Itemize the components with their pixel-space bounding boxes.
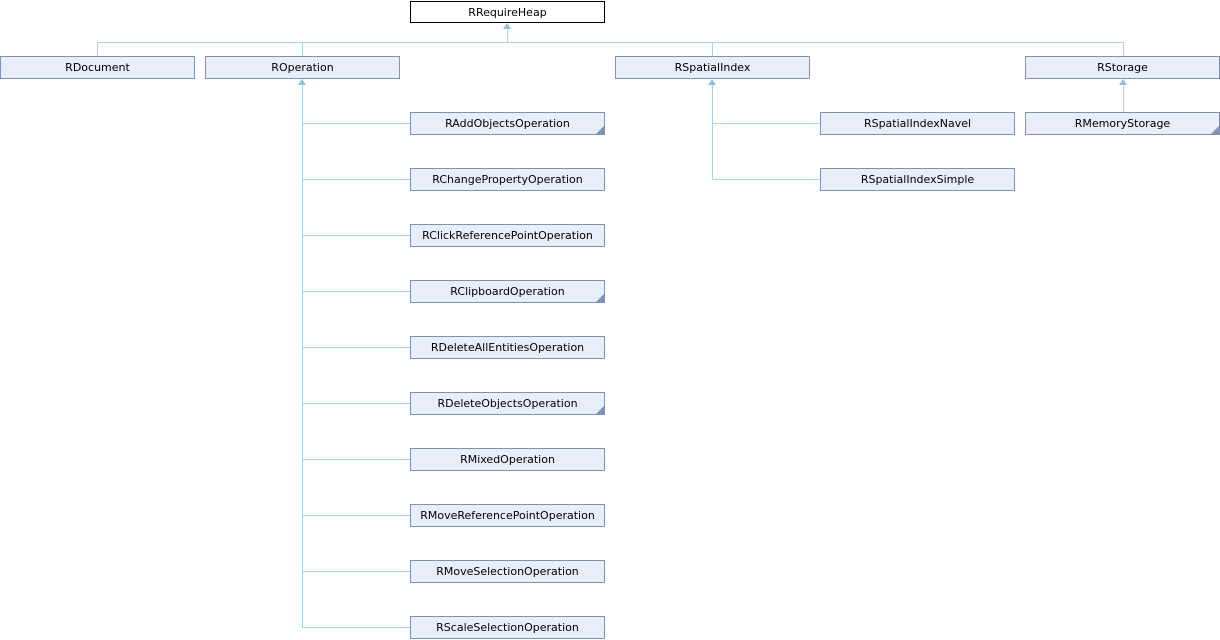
class-node-rdocument[interactable]: RDocument <box>0 56 195 79</box>
arrow-up-icon <box>708 79 716 85</box>
connector-line <box>302 403 410 404</box>
class-node-label: RDocument <box>65 61 130 74</box>
connector-line <box>97 42 98 56</box>
connector-line <box>302 459 410 460</box>
class-node-rmemorystorage[interactable]: RMemoryStorage <box>1025 112 1220 135</box>
class-node-label: RScaleSelectionOperation <box>436 621 579 634</box>
class-node-label: RSpatialIndex <box>674 61 751 74</box>
arrow-up-icon <box>1119 79 1127 85</box>
class-node-label: RDeleteAllEntitiesOperation <box>430 341 585 354</box>
class-node-label: RClipboardOperation <box>450 285 565 298</box>
truncated-corner-icon <box>596 294 604 302</box>
class-node-rdeleteobjectsoperation[interactable]: RDeleteObjectsOperation <box>410 392 605 415</box>
class-node-label: RMoveSelectionOperation <box>436 565 579 578</box>
connector-line <box>302 235 410 236</box>
class-node-label: RRequireHeap <box>468 5 547 19</box>
arrow-up-icon <box>298 79 306 85</box>
connector-line <box>302 179 410 180</box>
class-node-rchangepropertyoperation[interactable]: RChangePropertyOperation <box>410 168 605 191</box>
connector-line <box>302 123 410 124</box>
class-node-rdeleteallentitiesoperation[interactable]: RDeleteAllEntitiesOperation <box>410 336 605 359</box>
connector-line <box>302 291 410 292</box>
class-node-rspatialindex[interactable]: RSpatialIndex <box>615 56 810 79</box>
connector-line <box>712 84 713 180</box>
class-node-rscaleselectionoperation[interactable]: RScaleSelectionOperation <box>410 616 605 639</box>
connector-line <box>302 571 410 572</box>
class-node-rspatialindexsimple[interactable]: RSpatialIndexSimple <box>820 168 1015 191</box>
class-node-rrequireheap[interactable]: RRequireHeap <box>410 1 605 23</box>
class-node-label: RStorage <box>1097 61 1148 74</box>
class-node-rmixedoperation[interactable]: RMixedOperation <box>410 448 605 471</box>
class-node-rmoveselectionoperation[interactable]: RMoveSelectionOperation <box>410 560 605 583</box>
class-node-rmovereferencepointoperation[interactable]: RMoveReferencePointOperation <box>410 504 605 527</box>
class-node-rclickreferencepointoperation[interactable]: RClickReferencePointOperation <box>410 224 605 247</box>
class-node-label: RMoveReferencePointOperation <box>420 509 595 522</box>
truncated-corner-icon <box>1211 126 1219 134</box>
class-node-label: RSpatialIndexNavel <box>863 117 972 130</box>
connector-line <box>712 179 820 180</box>
connector-line <box>712 123 820 124</box>
class-node-roperation[interactable]: ROperation <box>205 56 400 79</box>
connector-line <box>302 347 410 348</box>
connector-line <box>1123 42 1124 56</box>
class-node-label: RChangePropertyOperation <box>432 173 583 186</box>
class-node-rclipboardoperation[interactable]: RClipboardOperation <box>410 280 605 303</box>
class-node-rstorage[interactable]: RStorage <box>1025 56 1220 79</box>
class-node-label: RMixedOperation <box>460 453 555 466</box>
class-node-label: RMemoryStorage <box>1074 117 1171 130</box>
connector-line <box>507 29 508 42</box>
truncated-corner-icon <box>596 126 604 134</box>
class-node-raddobjectsoperation[interactable]: RAddObjectsOperation <box>410 112 605 135</box>
arrow-up-icon <box>503 23 511 29</box>
connector-line <box>302 515 410 516</box>
connector-line <box>712 42 713 56</box>
connector-line <box>302 84 303 628</box>
class-node-rspatialindexnavel[interactable]: RSpatialIndexNavel <box>820 112 1015 135</box>
class-node-label: RSpatialIndexSimple <box>860 173 975 186</box>
connector-line <box>302 42 303 56</box>
connector-line <box>302 627 410 628</box>
connector-line <box>97 42 1123 43</box>
class-node-label: ROperation <box>271 61 334 74</box>
class-node-label: RClickReferencePointOperation <box>422 229 593 242</box>
class-node-label: RAddObjectsOperation <box>445 117 570 130</box>
class-node-label: RDeleteObjectsOperation <box>437 397 578 410</box>
truncated-corner-icon <box>596 406 604 414</box>
connector-line <box>1123 84 1124 112</box>
